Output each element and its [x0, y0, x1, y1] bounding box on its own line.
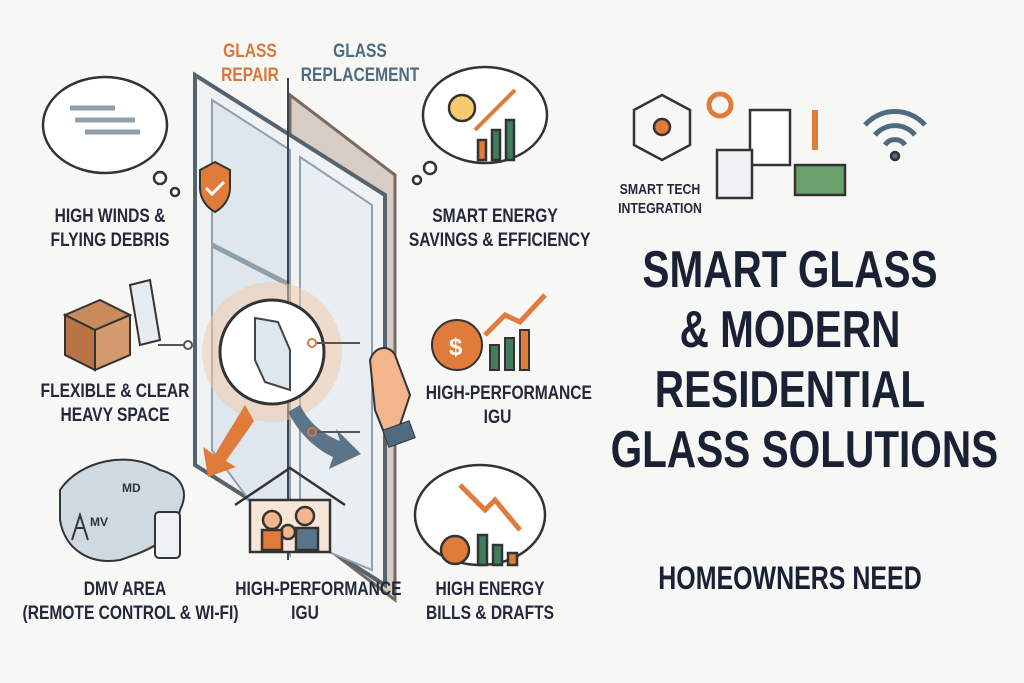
- blue-arrow-icon: [288, 405, 361, 469]
- dollar-icon: $: [449, 334, 463, 361]
- wifi-icon: [863, 109, 927, 147]
- smart-tech-icons: [632, 91, 927, 200]
- box-curtain-icon: [62, 278, 162, 372]
- network-hex-icon: [632, 93, 692, 162]
- dmv-area-label: DMV AREA(REMOTE CONTROL & WI-FI): [22, 579, 239, 624]
- page-subtitle: HOMEOWNERS NEED: [658, 560, 922, 596]
- clipboard-icon: [748, 108, 792, 167]
- family-house-icon: [234, 466, 346, 554]
- lightbulb-growth-icon: [411, 65, 549, 186]
- calculator-icon: [715, 148, 754, 200]
- high-winds-label: HIGH WINDS &FLYING DEBRIS: [50, 206, 170, 251]
- energy-bills-cloud-icon: [413, 463, 547, 567]
- wind-cloud-icon: [41, 75, 181, 198]
- dmv-map-icon: [59, 458, 185, 562]
- map-mv-label: MV: [90, 515, 108, 529]
- map-md-label: MD: [122, 481, 141, 495]
- cash-stack-icon: [793, 163, 847, 197]
- orange-arrow-icon: [203, 405, 254, 477]
- shield-check-icon: [199, 160, 231, 214]
- igu-icon: [254, 316, 291, 392]
- gear-icon: [706, 91, 734, 119]
- money-bag-growth-icon: [431, 293, 547, 371]
